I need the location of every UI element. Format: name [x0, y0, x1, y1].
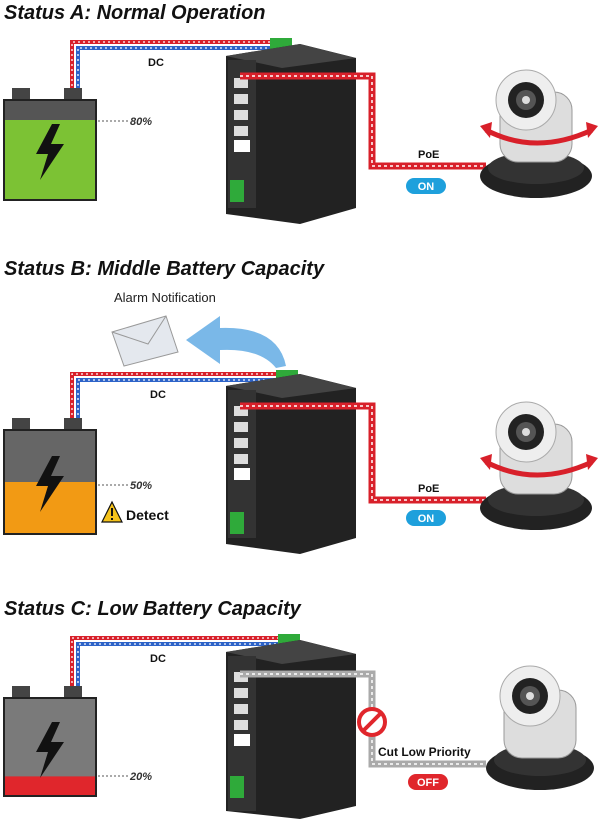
- poe-state-badge: [406, 510, 446, 526]
- cut-low-priority-label: Cut Low Priority: [378, 745, 471, 759]
- panel-title: Status C: Low Battery Capacity: [4, 598, 301, 620]
- lightning-icon: [36, 124, 64, 180]
- panel-title: Status B: Middle Battery Capacity: [4, 258, 325, 280]
- envelope-icon: [111, 315, 179, 367]
- industrial-switch: [226, 38, 356, 224]
- poe-state-text: ON: [418, 181, 435, 193]
- panel-status-b: Status B: Middle Battery Capacity Alarm …: [0, 256, 600, 556]
- panel-status-c: Status C: Low Battery Capacity DC 20%: [0, 596, 600, 819]
- dc-label: DC: [148, 57, 164, 69]
- ptz-camera: [480, 69, 598, 198]
- poe-state-badge: [408, 774, 448, 790]
- battery-fill: [4, 776, 96, 796]
- poe-state-text: ON: [418, 513, 435, 525]
- battery-level-text: 80%: [130, 116, 152, 128]
- ptz-camera: [486, 665, 594, 790]
- warning-icon: [101, 500, 123, 523]
- battery: [3, 686, 97, 797]
- industrial-switch: [226, 370, 356, 554]
- battery: [3, 88, 97, 201]
- panel-title: Status A: Normal Operation: [4, 2, 266, 24]
- dc-cable: [70, 40, 282, 96]
- diagram-b: Alarm Notification DC 50%: [3, 290, 598, 554]
- diagram-a: DC 80% PoE ON: [3, 38, 598, 224]
- dc-cable: [70, 636, 282, 688]
- prohibited-icon: [357, 707, 387, 737]
- ptz-camera: [480, 401, 598, 530]
- lightning-icon: [36, 456, 64, 512]
- diagram-c: DC 20%: [3, 634, 594, 819]
- panel-status-a: Status A: Normal Operation DC 80%: [0, 0, 600, 240]
- poe-label: PoE: [418, 149, 439, 161]
- detect-label: Detect: [126, 507, 169, 523]
- battery: [3, 418, 97, 535]
- alarm-label: Alarm Notification: [114, 290, 216, 305]
- battery-level-text: 20%: [129, 771, 152, 783]
- industrial-switch: [226, 634, 356, 819]
- dc-label: DC: [150, 389, 166, 401]
- poe-state-badge: [406, 178, 446, 194]
- dc-cable: [70, 372, 282, 420]
- battery-level-text: 50%: [130, 480, 152, 492]
- poe-label: PoE: [418, 483, 439, 495]
- dc-label: DC: [150, 653, 166, 665]
- alarm-arrow-icon: [186, 316, 286, 368]
- lightning-icon: [36, 722, 64, 778]
- poe-state-text: OFF: [417, 777, 439, 789]
